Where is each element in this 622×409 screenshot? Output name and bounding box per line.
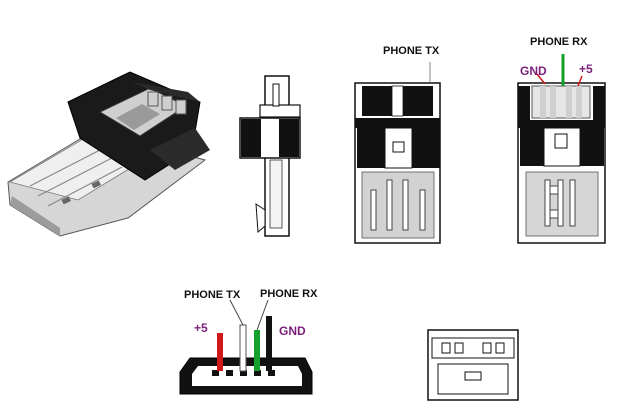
connector-top-view-small — [427, 329, 519, 401]
connector-side-view — [239, 75, 301, 237]
connector-front-view-tx — [354, 62, 441, 244]
plus5-pointer — [577, 75, 583, 87]
label-top-gnd: GND — [520, 64, 547, 78]
phone-rx-leader — [256, 299, 269, 331]
label-bottom-gnd: GND — [279, 324, 306, 338]
wire-black-gnd — [266, 316, 272, 371]
label-bottom-plus5: +5 — [194, 321, 208, 335]
phone-tx-leader — [229, 299, 244, 326]
gnd-pointer — [536, 73, 546, 85]
wire-white-tx — [239, 324, 247, 372]
label-top-phone-rx: PHONE RX — [530, 36, 588, 48]
label-top-phone-tx: PHONE TX — [383, 45, 440, 57]
connector-3d-view — [7, 71, 210, 237]
label-bottom-phone-tx: PHONE TX — [184, 289, 241, 301]
label-top-plus5: +5 — [579, 62, 593, 76]
wire-green-rx — [254, 330, 260, 371]
wire-red-plus5 — [217, 333, 223, 371]
label-bottom-phone-rx: PHONE RX — [260, 288, 318, 300]
connector-front-view-pinout — [517, 82, 606, 244]
